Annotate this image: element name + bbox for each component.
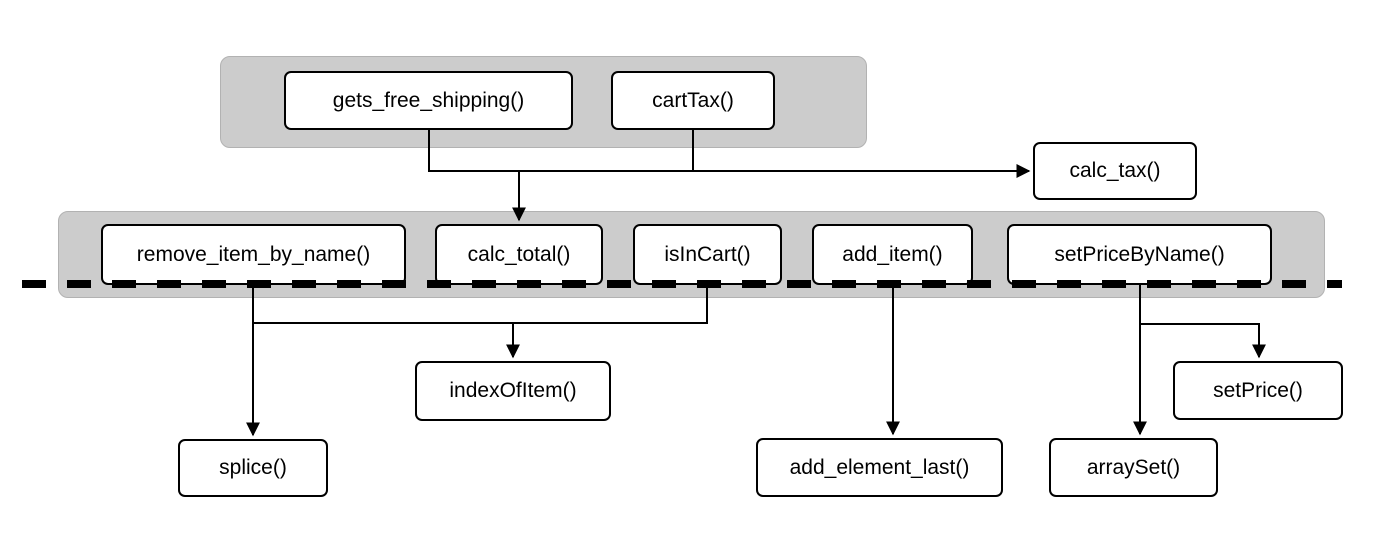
node-gets-free-shipping: gets_free_shipping() <box>284 71 573 130</box>
node-remove-item-by-name: remove_item_by_name() <box>101 224 406 285</box>
edge-set-price-by-name-to-set-price <box>1140 323 1266 359</box>
node-set-price-by-name: setPriceByName() <box>1007 224 1272 285</box>
node-label: indexOfItem() <box>449 379 577 402</box>
node-cart-tax: cartTax() <box>611 71 775 130</box>
node-calc-total: calc_total() <box>435 224 603 285</box>
node-label: calc_total() <box>467 242 571 266</box>
node-label: isInCart() <box>664 242 751 266</box>
node-add-element-last: add_element_last() <box>756 438 1003 497</box>
node-label: setPrice() <box>1213 378 1303 402</box>
node-label: remove_item_by_name() <box>136 242 371 266</box>
node-label: gets_free_shipping() <box>332 88 525 112</box>
node-label: splice() <box>219 456 287 479</box>
node-label: arraySet() <box>1086 455 1181 479</box>
node-label: calc_tax() <box>1069 159 1161 182</box>
node-calc-tax: calc_tax() <box>1033 142 1197 200</box>
node-is-in-cart: isInCart() <box>633 224 782 285</box>
node-splice: splice() <box>178 439 328 497</box>
node-label: add_element_last() <box>789 455 970 479</box>
node-label: add_item() <box>842 242 943 266</box>
node-label: cartTax() <box>652 88 734 112</box>
node-label: setPriceByName() <box>1054 242 1225 266</box>
node-add-item: add_item() <box>812 224 973 285</box>
node-index-of-item: indexOfItem() <box>415 361 611 421</box>
node-array-set: arraySet() <box>1049 438 1218 497</box>
node-set-price: setPrice() <box>1173 361 1343 420</box>
